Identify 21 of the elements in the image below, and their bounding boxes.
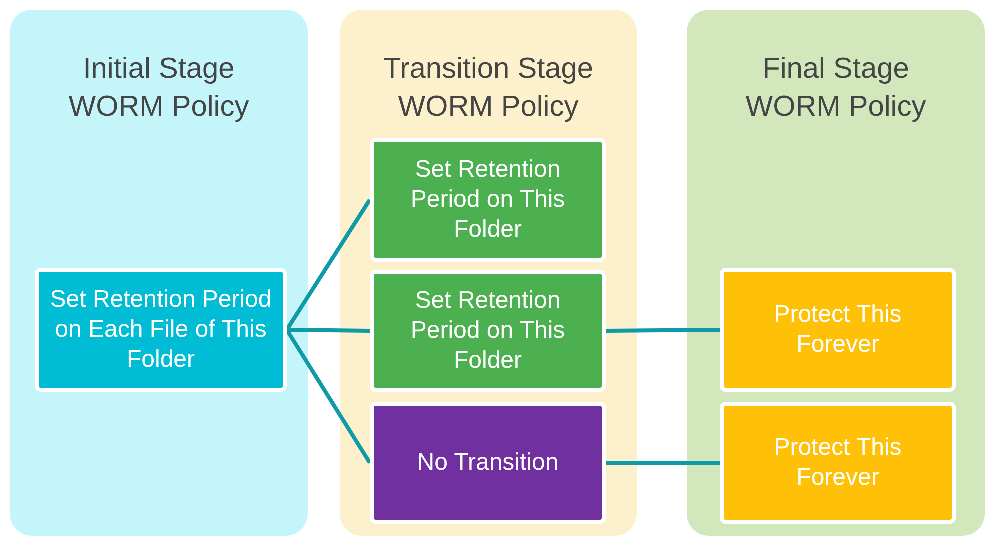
connector-line <box>606 328 720 333</box>
stage-heading: Initial Stage WORM Policy <box>68 52 250 125</box>
step-text: Set Retention Period on Each File of This Folder <box>49 285 273 375</box>
step-text: Set Retention Period on This Folder <box>410 155 566 245</box>
connector-line <box>286 328 370 333</box>
connector-line <box>606 461 720 465</box>
step-text: Protect This Forever <box>773 433 903 493</box>
step-box <box>370 138 606 262</box>
step-box <box>35 268 287 392</box>
step-box <box>370 270 606 392</box>
stage-column <box>340 10 637 536</box>
stage-column <box>687 10 985 536</box>
step-text: Protect This Forever <box>773 300 903 360</box>
stage-column <box>10 10 308 536</box>
step-text: No Transition <box>417 448 559 478</box>
step-box <box>370 402 606 524</box>
stage-heading: Transition Stage WORM Policy <box>382 52 595 125</box>
stage-heading: Final Stage WORM Policy <box>744 52 928 125</box>
step-text: Set Retention Period on This Folder <box>410 286 566 376</box>
step-box <box>720 268 956 392</box>
step-box <box>720 402 956 524</box>
